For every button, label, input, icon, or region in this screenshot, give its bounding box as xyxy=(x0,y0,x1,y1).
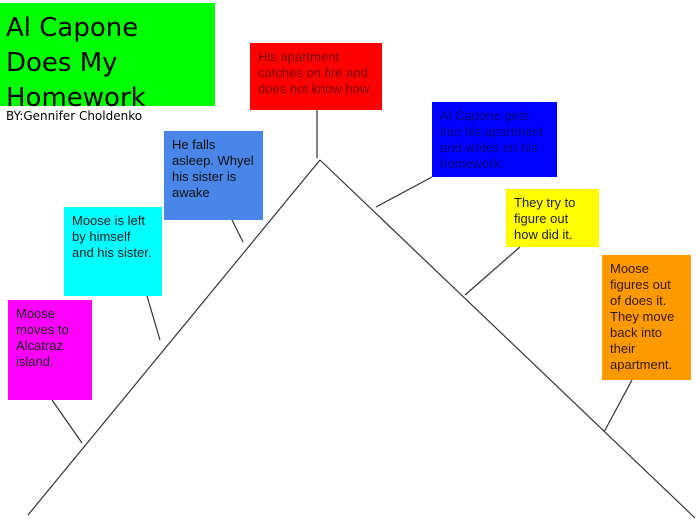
event-box-5: Al Capone gets into his apartment and wr… xyxy=(432,102,557,177)
title: Al Capone Does My Homework xyxy=(6,13,146,113)
event-text: His apartment catches on fire and does n… xyxy=(258,49,373,96)
title-box: Al Capone Does My Homework xyxy=(0,3,215,113)
connector-1 xyxy=(51,399,83,444)
event-text: He falls asleep. Whyel his sister is awa… xyxy=(172,137,254,200)
event-box-3: He falls asleep. Whyel his sister is awa… xyxy=(164,131,263,220)
falling-action-line xyxy=(319,159,696,519)
author-byline: BY:Gennifer Choldenko xyxy=(6,109,143,123)
rising-action-line xyxy=(27,159,321,516)
connector-7 xyxy=(603,379,633,433)
event-text: They try to figure out how did it. xyxy=(514,195,576,242)
event-text: Moose is left by himself and his sister. xyxy=(72,213,152,260)
connector-5 xyxy=(375,176,433,208)
event-box-2: Moose is left by himself and his sister. xyxy=(64,207,162,296)
event-box-resolution: Moose figures out of does it. They move … xyxy=(602,255,691,380)
connector-2 xyxy=(146,295,161,341)
event-box-exposition: Moose moves to Alcatraz island. xyxy=(8,300,92,400)
event-box-climax: His apartment catches on fire and does n… xyxy=(250,43,382,110)
event-text: Moose figures out of does it. They move … xyxy=(610,261,675,372)
connector-6 xyxy=(464,246,521,296)
connector-3 xyxy=(231,219,244,243)
event-text: Al Capone gets into his apartment and wr… xyxy=(440,108,544,171)
event-box-6: They try to figure out how did it. xyxy=(506,189,599,247)
event-text: Moose moves to Alcatraz island. xyxy=(16,306,69,369)
